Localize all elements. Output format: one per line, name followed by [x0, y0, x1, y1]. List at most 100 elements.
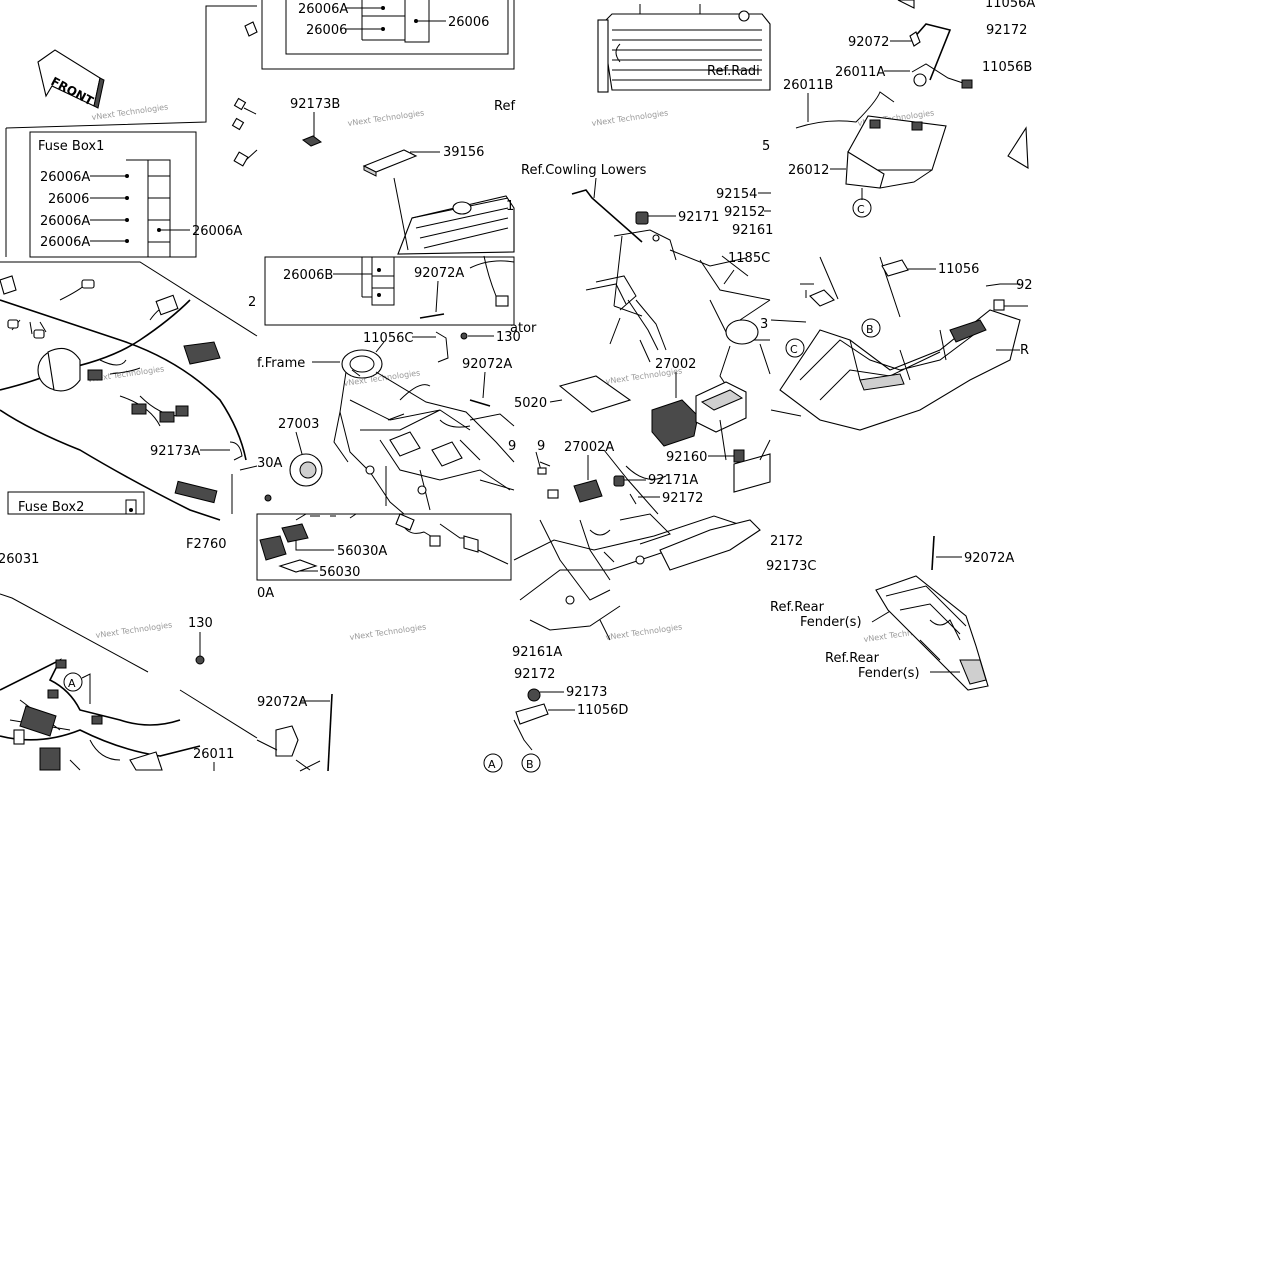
part-92072: 92072: [848, 35, 889, 50]
part-92173B: 92173B: [290, 97, 340, 112]
ref-rear-fender-2b: Fender(s): [858, 666, 920, 681]
part-92072A: 92072A: [414, 266, 464, 281]
part-92172-top: 92172: [986, 23, 1027, 38]
part-26011B: 26011B: [783, 78, 833, 93]
part-27002: 27002: [655, 357, 696, 372]
tile-rear-frame: 11056 92 3 C B R: [760, 256, 1033, 431]
callout-a-label: A: [488, 758, 496, 771]
part-26012: 26012: [788, 163, 829, 178]
watermark: vNext Technologies: [591, 108, 669, 128]
part-11056C: 11056C: [363, 331, 413, 346]
radiator-top-drawing: [597, 4, 771, 93]
part-11056B: 11056B: [982, 60, 1032, 75]
part-92152: 92152: [724, 205, 765, 220]
part-5020: 5020: [514, 396, 547, 411]
callout-b: [521, 753, 541, 773]
watermark: vNext Technologies: [605, 622, 683, 642]
part-92072A-4: 92072A: [964, 551, 1014, 566]
part-92161: 92161: [732, 223, 773, 238]
part-92173A: 92173A: [150, 444, 200, 459]
part-56030A: 56030A: [337, 544, 387, 559]
tile-fuse-box-radiator: 26006A 26006 26006 92173B Ref 39156: [248, 0, 515, 326]
part-92171: 92171: [678, 210, 719, 225]
part-30A: 30A: [257, 456, 283, 471]
fuse-box2-panel: [7, 491, 145, 515]
ref-radiator-mid: Ref: [494, 99, 515, 114]
callout-b-label: B: [526, 758, 534, 771]
ref-radiator-side: ator: [510, 321, 537, 336]
part-0A: 0A: [257, 586, 274, 601]
part-edge-9b: 9: [537, 439, 545, 454]
callout-c-label: C: [790, 343, 798, 356]
fuse-label: 26006: [448, 15, 489, 30]
part-92171A: 92171A: [648, 473, 698, 488]
part-edge-1: 1: [506, 199, 514, 214]
tile-rear-fender: 92072A Ref.Rear Fender(s) Ref.Rear Fende…: [770, 535, 1014, 691]
part-edge-3: 3: [760, 317, 768, 332]
part-27003: 27003: [278, 417, 319, 432]
tile-fuse-box1: FRONT Fuse Box1 26006A 26006 26006A 2600…: [5, 5, 258, 258]
fuse-label: 26006: [306, 23, 347, 38]
part-2172: 2172: [770, 534, 803, 549]
front-arrow-icon: FRONT: [37, 49, 105, 109]
part-26011A: 26011A: [835, 65, 885, 80]
part-edge-2: 2: [248, 295, 256, 310]
ref-frame: f.Frame: [257, 356, 305, 371]
part-edge-5: 5: [762, 139, 770, 154]
part-92154: 92154: [716, 187, 757, 202]
tile-connectors: 56030A 56030 0A 92072A A: [256, 513, 512, 773]
diagram-code: F2760: [186, 537, 227, 552]
part-1185C: 1185C: [728, 251, 770, 266]
part-130: 130: [496, 330, 521, 345]
tile-ecu: 27002 5020 9 27002A 92160 92171A 92172: [514, 259, 771, 515]
part-130-2: 130: [188, 616, 213, 631]
part-92160: 92160: [666, 450, 707, 465]
ref-cowling-lowers: Ref.Cowling Lowers: [521, 163, 647, 178]
callout-c: [785, 338, 805, 358]
fuse-label: 26006: [48, 192, 89, 207]
fuse-box2-title: Fuse Box2: [18, 500, 84, 515]
rear-fender-drawing: [875, 575, 989, 691]
frame-drawing: [333, 341, 515, 515]
fuse-box-mid-block: [371, 256, 395, 306]
part-39156: 39156: [443, 145, 484, 160]
fuse-box1-panel: [29, 131, 197, 258]
tile-frame-front: f.Frame ator 11056C 130 92072A 2: [257, 321, 537, 515]
fuse-label: 26006A: [40, 214, 90, 229]
part-92173: 92173: [566, 685, 607, 700]
ref-rear-fender-1a: Ref.Rear: [770, 600, 825, 615]
fuse-label: 26006A: [40, 235, 90, 250]
fuse-box1-block: [147, 159, 171, 258]
part-92072A-2: 92072A: [462, 357, 512, 372]
callout-b-label: B: [866, 323, 874, 336]
fuse-box-mid-label: 26006B: [283, 268, 333, 283]
callout-a: [63, 672, 83, 692]
part-92173C: 92173C: [766, 559, 816, 574]
part-92161A: 92161A: [512, 645, 562, 660]
callout-a-label: A: [68, 677, 76, 690]
lower-frame-drawing: [513, 513, 761, 641]
part-11056D: 11056D: [577, 703, 628, 718]
tile-radiator-cowling: Ref.Radi Ref.Cowling Lowers 92171 5 9215…: [506, 4, 773, 351]
ref-rear-fender-2a: Ref.Rear: [825, 651, 880, 666]
part-26011: 26011: [193, 747, 234, 762]
watermark: vNext Technologies: [95, 620, 173, 640]
watermark: vNext Technologies: [349, 622, 427, 642]
callout-b: [861, 318, 881, 338]
callout-a: [483, 753, 503, 773]
ref-right-edge: R: [1020, 343, 1029, 358]
fuse-label: 26006A: [40, 170, 90, 185]
ref-rear-fender-1b: Fender(s): [800, 615, 862, 630]
fuse-box-top-panel: [285, 0, 509, 55]
fuse-label: 26006A: [298, 2, 348, 17]
watermark: vNext Technologies: [347, 108, 425, 128]
tile-subharness: F2760 26031 130 A 26011: [0, 537, 258, 771]
part-26031: 26031: [0, 552, 39, 567]
part-edge-92: 92: [1016, 278, 1033, 293]
tile-main-harness: 92173A Fuse Box2: [0, 261, 258, 521]
battery-drawing: [845, 115, 947, 189]
ref-radiator-top: Ref.Radi: [707, 64, 760, 79]
callout-c: [852, 198, 872, 218]
part-11056A: 11056A: [985, 0, 1035, 11]
